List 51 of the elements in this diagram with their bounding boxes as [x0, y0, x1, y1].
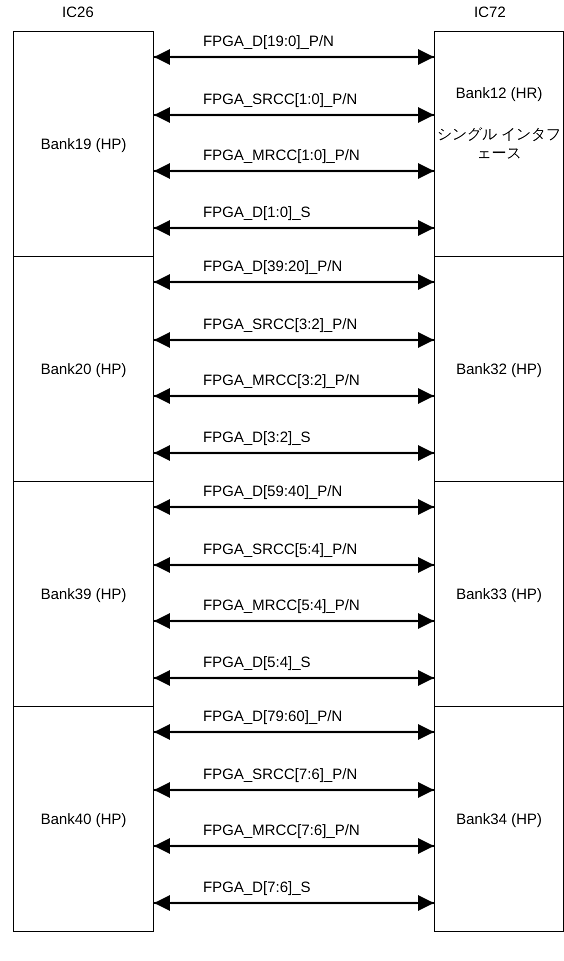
- double-arrow: [154, 274, 434, 290]
- double-arrow: [154, 49, 434, 65]
- bank-name: Bank32 (HP): [456, 360, 542, 378]
- double-arrow: [154, 163, 434, 179]
- bank-name: Bank20 (HP): [40, 360, 126, 378]
- double-arrow: [154, 499, 434, 515]
- signal-label: FPGA_D[7:6]_S: [203, 879, 311, 897]
- signal-label: FPGA_SRCC[1:0]_P/N: [203, 91, 358, 109]
- double-arrow: [154, 670, 434, 686]
- bank-box: [434, 256, 564, 482]
- bank-box: [13, 31, 154, 257]
- signal-label: FPGA_D[3:2]_S: [203, 429, 311, 447]
- bank-name: Bank34 (HP): [456, 810, 542, 828]
- signal-label: FPGA_MRCC[3:2]_P/N: [203, 372, 360, 390]
- bank-name: Bank33 (HP): [456, 584, 542, 604]
- signal-label: FPGA_D[5:4]_S: [203, 654, 311, 672]
- double-arrow: [154, 220, 434, 236]
- bank-name: Bank12 (HR): [456, 84, 542, 103]
- chip-label: IC72: [474, 4, 506, 22]
- double-arrow: [154, 613, 434, 629]
- bank-box: [13, 256, 154, 482]
- bank-name: Bank39 (HP): [40, 584, 126, 604]
- double-arrow: [154, 557, 434, 573]
- bank-box: [13, 706, 154, 932]
- double-arrow: [154, 895, 434, 911]
- signal-label: FPGA_D[1:0]_S: [203, 204, 311, 222]
- interface-note: シングル インタフェース: [436, 125, 562, 163]
- bank-box: [434, 481, 564, 707]
- signal-label: FPGA_D[79:60]_P/N: [203, 708, 342, 726]
- signal-label: FPGA_SRCC[3:2]_P/N: [203, 316, 358, 334]
- signal-label: FPGA_SRCC[7:6]_P/N: [203, 766, 358, 784]
- signal-label: FPGA_MRCC[1:0]_P/N: [203, 147, 360, 165]
- double-arrow: [154, 445, 434, 461]
- double-arrow: [154, 838, 434, 854]
- signal-label: FPGA_D[19:0]_P/N: [203, 33, 334, 51]
- signal-label: FPGA_SRCC[5:4]_P/N: [203, 541, 358, 559]
- double-arrow: [154, 782, 434, 798]
- double-arrow: [154, 388, 434, 404]
- bank-box: [434, 31, 564, 257]
- bank-name: Bank40 (HP): [40, 810, 126, 828]
- double-arrow: [154, 724, 434, 740]
- bank-box: [434, 706, 564, 932]
- bank-box: [13, 481, 154, 707]
- double-arrow: [154, 107, 434, 123]
- signal-label: FPGA_MRCC[7:6]_P/N: [203, 822, 360, 840]
- chip-label: IC26: [62, 4, 94, 22]
- double-arrow: [154, 332, 434, 348]
- signal-label: FPGA_D[39:20]_P/N: [203, 258, 342, 276]
- signal-label: FPGA_D[59:40]_P/N: [203, 483, 342, 501]
- signal-label: FPGA_MRCC[5:4]_P/N: [203, 597, 360, 615]
- bank-name: Bank19 (HP): [40, 134, 126, 154]
